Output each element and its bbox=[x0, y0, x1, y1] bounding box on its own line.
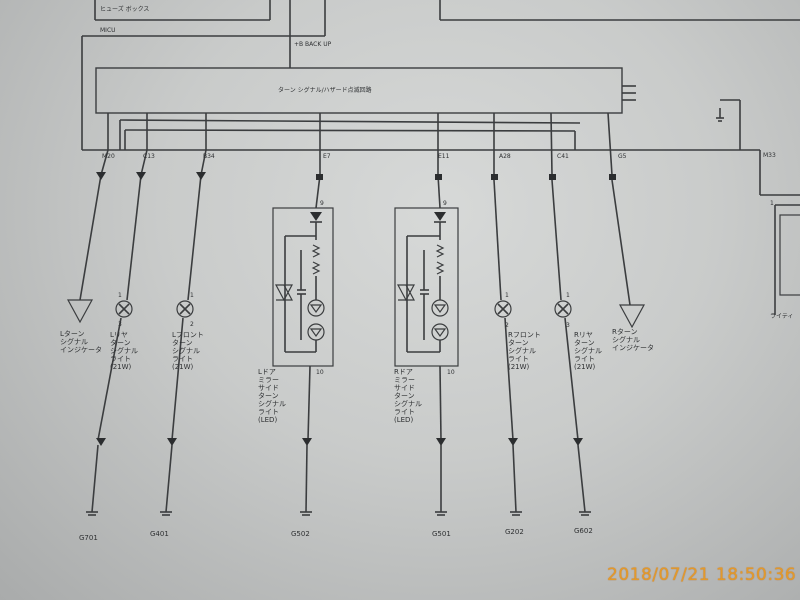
micu-label: MICU bbox=[100, 27, 116, 34]
pin-g5: G5 bbox=[618, 153, 627, 160]
svg-text:(LED): (LED) bbox=[258, 416, 277, 424]
r-front-term-2: 2 bbox=[505, 322, 509, 329]
r-indicator-label: Rターン シグナル インジケータ bbox=[612, 327, 654, 352]
l-mirror-term-9: 9 bbox=[320, 200, 324, 207]
right-partial-component bbox=[716, 99, 800, 315]
svg-text:Rフロント: Rフロント bbox=[508, 331, 541, 339]
ground-g202: G202 bbox=[505, 528, 524, 536]
wire-a28 bbox=[491, 113, 522, 516]
svg-text:(LED): (LED) bbox=[394, 416, 413, 424]
svg-text:Lリヤ: Lリヤ bbox=[110, 331, 128, 339]
pin-c41: C41 bbox=[557, 153, 569, 160]
svg-text:(21W): (21W) bbox=[508, 363, 530, 371]
svg-text:ライト: ライト bbox=[574, 355, 595, 363]
svg-text:ライト: ライト bbox=[258, 408, 279, 416]
back-up-label: +B BACK UP bbox=[294, 41, 332, 48]
wire-b34 bbox=[160, 113, 207, 516]
svg-text:ミラー: ミラー bbox=[394, 376, 415, 384]
m33-terminal: 1 bbox=[770, 200, 774, 207]
svg-text:シグナル: シグナル bbox=[172, 346, 200, 355]
svg-text:サイド: サイド bbox=[258, 384, 279, 392]
r-mirror-term-10: 10 bbox=[447, 369, 455, 376]
r-front-term-1: 1 bbox=[505, 292, 509, 299]
pin-a28: A28 bbox=[499, 153, 511, 160]
svg-text:シグナル: シグナル bbox=[258, 399, 286, 408]
pin-e7: E7 bbox=[323, 153, 331, 160]
r-rear-term-1: 1 bbox=[566, 292, 570, 299]
svg-text:シグナル: シグナル bbox=[508, 346, 536, 355]
wire-e7 bbox=[272, 113, 334, 516]
svg-text:Lフロント: Lフロント bbox=[172, 331, 204, 339]
l-indicator-label: Lターン シグナル インジケータ bbox=[60, 329, 102, 354]
wire-c41 bbox=[549, 112, 591, 516]
l-mirror-term-10: 10 bbox=[316, 369, 324, 376]
pin-e11: E11 bbox=[438, 153, 450, 160]
wire-c13 bbox=[86, 113, 148, 516]
svg-text:ターン: ターン bbox=[172, 338, 193, 347]
svg-text:Rリヤ: Rリヤ bbox=[574, 331, 593, 339]
svg-text:Rドア: Rドア bbox=[394, 368, 413, 376]
l-rear-label: Lリヤ ターン シグナル ライト (21W) bbox=[110, 331, 138, 371]
svg-text:ライト: ライト bbox=[172, 355, 193, 363]
svg-text:ターン: ターン bbox=[574, 338, 595, 347]
wire-e11 bbox=[394, 113, 459, 516]
svg-text:シグナル: シグナル bbox=[394, 399, 422, 408]
camera-timestamp: 2018/07/21 18:50:36 bbox=[607, 565, 797, 585]
r-mirror-term-9: 9 bbox=[443, 200, 447, 207]
svg-text:インジケータ: インジケータ bbox=[60, 345, 102, 354]
wire-g5 bbox=[607, 112, 646, 329]
pin-c13: C13 bbox=[143, 153, 155, 160]
svg-text:ライト: ライト bbox=[110, 355, 131, 363]
svg-text:Rターン: Rターン bbox=[612, 327, 638, 336]
pin-m20: M20 bbox=[102, 153, 115, 160]
svg-text:シグナル: シグナル bbox=[612, 335, 640, 344]
pin-m33: M33 bbox=[763, 152, 776, 159]
svg-text:ライト: ライト bbox=[508, 355, 529, 363]
ground-g701: G701 bbox=[79, 534, 98, 542]
svg-text:Lターン: Lターン bbox=[60, 329, 85, 338]
svg-text:(21W): (21W) bbox=[172, 363, 194, 371]
wire-m20 bbox=[66, 113, 109, 324]
top-frame bbox=[81, 0, 800, 150]
svg-text:シグナル: シグナル bbox=[60, 337, 88, 346]
svg-text:(21W): (21W) bbox=[110, 363, 132, 371]
svg-text:サイド: サイド bbox=[394, 384, 415, 392]
svg-text:ターン: ターン bbox=[110, 338, 131, 347]
svg-text:ミラー: ミラー bbox=[258, 376, 279, 384]
l-front-label: Lフロント ターン シグナル ライト (21W) bbox=[172, 331, 204, 371]
flasher-circuit-box bbox=[95, 67, 623, 114]
svg-text:ライト: ライト bbox=[394, 408, 415, 416]
ground-g602: G602 bbox=[574, 527, 593, 535]
r-rear-label: Rリヤ ターン シグナル ライト (21W) bbox=[574, 331, 602, 371]
svg-text:ターン: ターン bbox=[258, 391, 279, 400]
inner-bus bbox=[119, 119, 581, 150]
svg-text:インジケータ: インジケータ bbox=[612, 343, 654, 352]
fuse-box-label: ヒューズ ボックス bbox=[100, 5, 149, 13]
l-rear-term-1: 1 bbox=[118, 292, 122, 299]
l-front-term-2: 2 bbox=[190, 321, 194, 328]
ground-g401: G401 bbox=[150, 530, 169, 538]
lighting-partial-label: ライティ bbox=[770, 313, 794, 320]
l-rear-term-3: 3 bbox=[118, 321, 122, 328]
l-front-term-1: 1 bbox=[190, 292, 194, 299]
svg-text:Lドア: Lドア bbox=[258, 368, 276, 376]
r-front-label: Rフロント ターン シグナル ライト (21W) bbox=[508, 331, 541, 371]
svg-text:ターン: ターン bbox=[508, 338, 529, 347]
ground-g502: G502 bbox=[291, 530, 310, 538]
svg-text:シグナル: シグナル bbox=[574, 346, 602, 355]
flasher-circuit-label: ターン シグナル/ハザード点滅回路 bbox=[278, 86, 372, 94]
svg-text:ターン: ターン bbox=[394, 391, 415, 400]
svg-text:(21W): (21W) bbox=[574, 363, 596, 371]
l-mirror-label: Lドア ミラー サイド ターン シグナル ライト (LED) bbox=[258, 368, 286, 424]
pin-b34: B34 bbox=[203, 153, 215, 160]
r-mirror-label: Rドア ミラー サイド ターン シグナル ライト (LED) bbox=[394, 368, 422, 424]
r-rear-term-3: 3 bbox=[566, 322, 570, 329]
svg-text:シグナル: シグナル bbox=[110, 346, 138, 355]
ground-g501: G501 bbox=[432, 530, 451, 538]
